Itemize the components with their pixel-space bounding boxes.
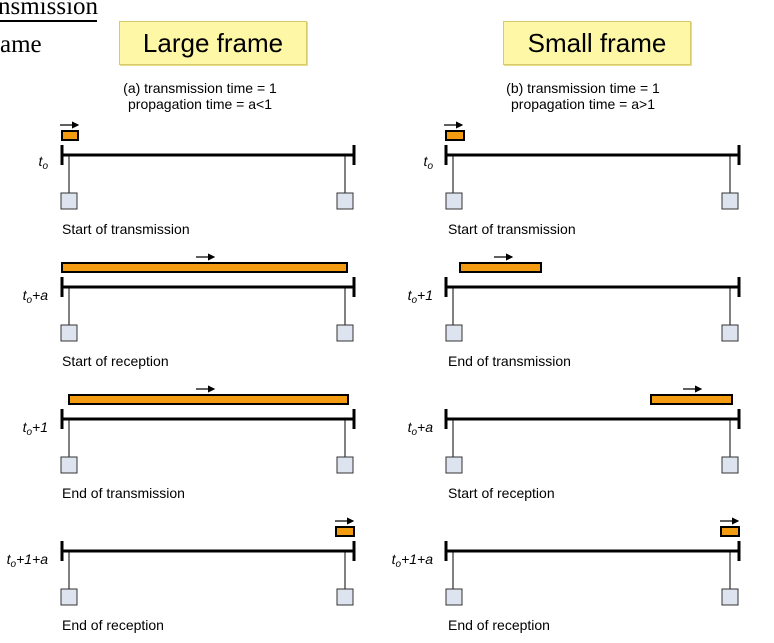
station-right (336, 324, 354, 342)
station-left (445, 588, 463, 606)
station-right (721, 324, 739, 342)
station-left (60, 192, 78, 210)
step-label-b-3: End of reception (448, 617, 550, 633)
station-left (445, 192, 463, 210)
bus-row-a-1 (60, 253, 356, 342)
bus-row-b-0 (444, 121, 741, 210)
station-left (60, 324, 78, 342)
large-frame-caption-2: propagation time = a<1 (128, 96, 272, 112)
frame (335, 526, 355, 537)
station-left (60, 456, 78, 474)
time-label-a-1: to+a (22, 287, 48, 306)
frame (459, 262, 542, 273)
time-label-b-0: to (423, 153, 433, 172)
time-label-b-2: to+a (407, 419, 433, 438)
frame (650, 394, 733, 405)
frame (445, 130, 465, 141)
station-right (721, 456, 739, 474)
bus-row-a-2 (60, 385, 356, 474)
station-right (721, 192, 739, 210)
bus-row-a-0 (60, 121, 356, 210)
bus-row-b-3 (444, 517, 741, 606)
time-label-a-2: to+1 (22, 419, 48, 438)
station-left (445, 456, 463, 474)
header-underline (0, 20, 97, 22)
step-label-a-3: End of reception (62, 617, 164, 633)
station-right (336, 192, 354, 210)
small-frame-title: Small frame (503, 21, 691, 65)
step-label-b-1: End of transmission (448, 353, 571, 369)
time-label-a-3: to+1+a (6, 551, 48, 570)
bus-row-b-2 (444, 385, 741, 474)
bus-row-b-1 (444, 253, 741, 342)
step-label-b-0: Start of transmission (448, 221, 576, 237)
time-label-b-3: to+1+a (391, 551, 433, 570)
large-frame-title: Large frame (119, 21, 307, 65)
frame (61, 130, 79, 141)
time-label-b-1: to+1 (407, 287, 433, 306)
step-label-a-0: Start of transmission (62, 221, 190, 237)
step-label-a-1: Start of reception (62, 353, 169, 369)
step-label-a-2: End of transmission (62, 485, 185, 501)
step-label-b-2: Start of reception (448, 485, 555, 501)
time-label-a-0: to (38, 153, 48, 172)
station-left (60, 588, 78, 606)
frame (68, 394, 349, 405)
header-fragment-bottom: ame (0, 31, 42, 58)
frame (61, 262, 348, 273)
small-frame-caption-1: (b) transmission time = 1 (506, 80, 660, 96)
large-frame-caption-1: (a) transmission time = 1 (123, 80, 277, 96)
bus-row-a-3 (60, 517, 356, 606)
frame (720, 526, 740, 537)
station-right (721, 588, 739, 606)
station-right (336, 588, 354, 606)
station-left (445, 324, 463, 342)
small-frame-caption-2: propagation time = a>1 (511, 96, 655, 112)
station-right (336, 456, 354, 474)
header-fragment-top: nsmission (0, 0, 99, 20)
